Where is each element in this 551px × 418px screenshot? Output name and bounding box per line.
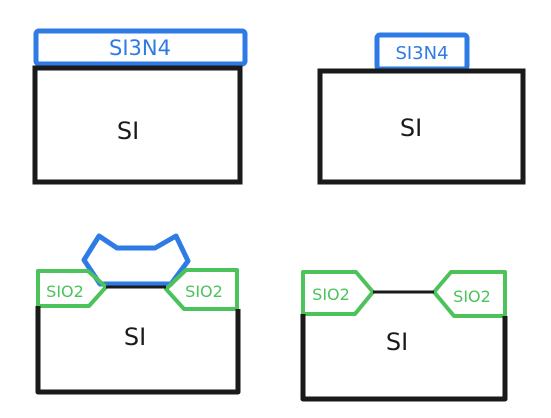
nitride-label: SI3N4 [395,43,448,64]
si-substrate [300,314,508,402]
si-label: SI [386,328,408,356]
oxide-right-label: SIO2 [453,287,491,306]
oxide-left [36,269,108,308]
nitride-layer [33,28,248,67]
nitride-label: SI3N4 [109,36,171,60]
si-substrate [35,306,241,395]
oxide-right [164,268,239,311]
oxide-right [432,270,507,318]
oxide-left [301,270,375,316]
panel-1: SI3N4 SI [32,28,248,185]
si-label: SI [124,323,146,351]
si-substrate [32,65,243,185]
oxide-left-label: SIO2 [46,282,84,301]
si-substrate [317,68,526,185]
si-label: SI [117,117,139,145]
panel-4: SIO2 SIO2 SI [300,270,508,402]
si-label: SI [400,114,422,142]
panel-3: SIO2 SIO2 SI [35,233,241,395]
oxide-right-label: SIO2 [185,282,223,301]
panel-2: SI3N4 SI [317,32,526,185]
oxide-left-label: SIO2 [312,285,350,304]
nitride-birds-beak [81,233,191,287]
